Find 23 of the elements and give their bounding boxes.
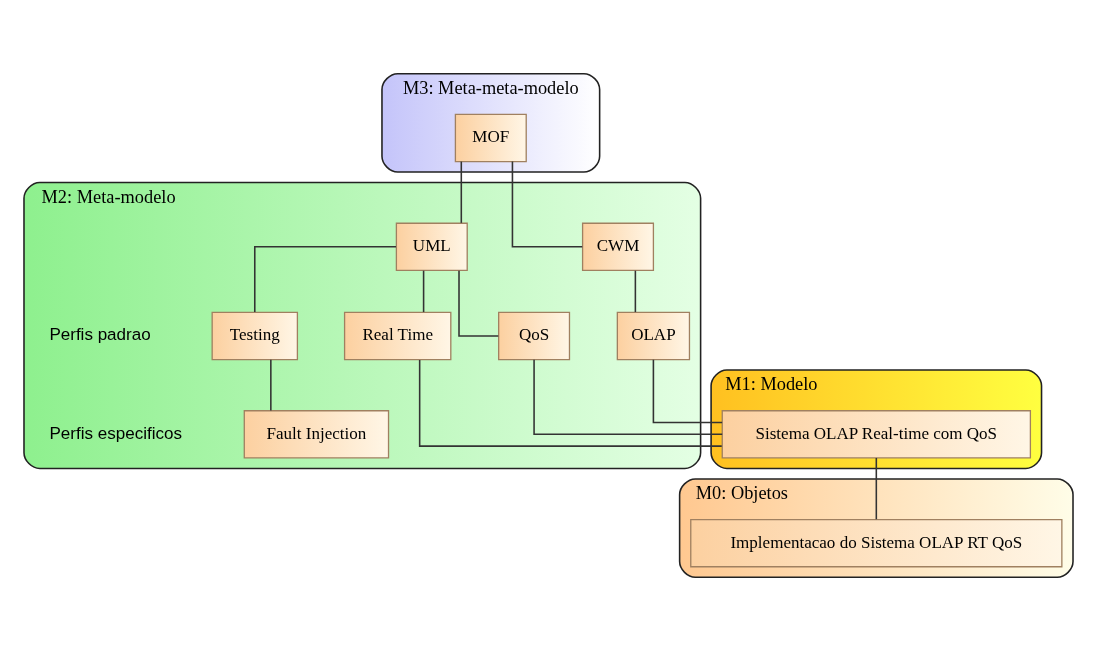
- node-box: Testing: [211, 311, 299, 361]
- node-box: UML: [395, 222, 468, 272]
- label: Perfis padrao: [49, 325, 151, 345]
- node-box: Implementacao do Sistema OLAP RT QoS: [690, 518, 1063, 568]
- connector: [511, 160, 584, 248]
- connector: [458, 269, 500, 337]
- node-box: MOF: [454, 113, 527, 163]
- node-box: Sistema OLAP Real-time com QoS: [721, 410, 1032, 459]
- connector: [422, 269, 425, 313]
- connector: [460, 160, 463, 224]
- connector: [254, 246, 397, 313]
- node-box: OLAP: [616, 311, 691, 361]
- connector: [634, 269, 637, 313]
- label: Perfis especificos: [49, 423, 183, 443]
- connector: [875, 457, 878, 520]
- connector: [270, 359, 272, 412]
- connector: [418, 359, 723, 447]
- connector: [533, 359, 723, 436]
- node-box: Fault Injection: [243, 410, 390, 459]
- node-box: Real Time: [343, 311, 452, 361]
- node-box: CWM: [581, 222, 655, 272]
- node-box: QoS: [498, 311, 571, 361]
- connector: [652, 358, 723, 424]
